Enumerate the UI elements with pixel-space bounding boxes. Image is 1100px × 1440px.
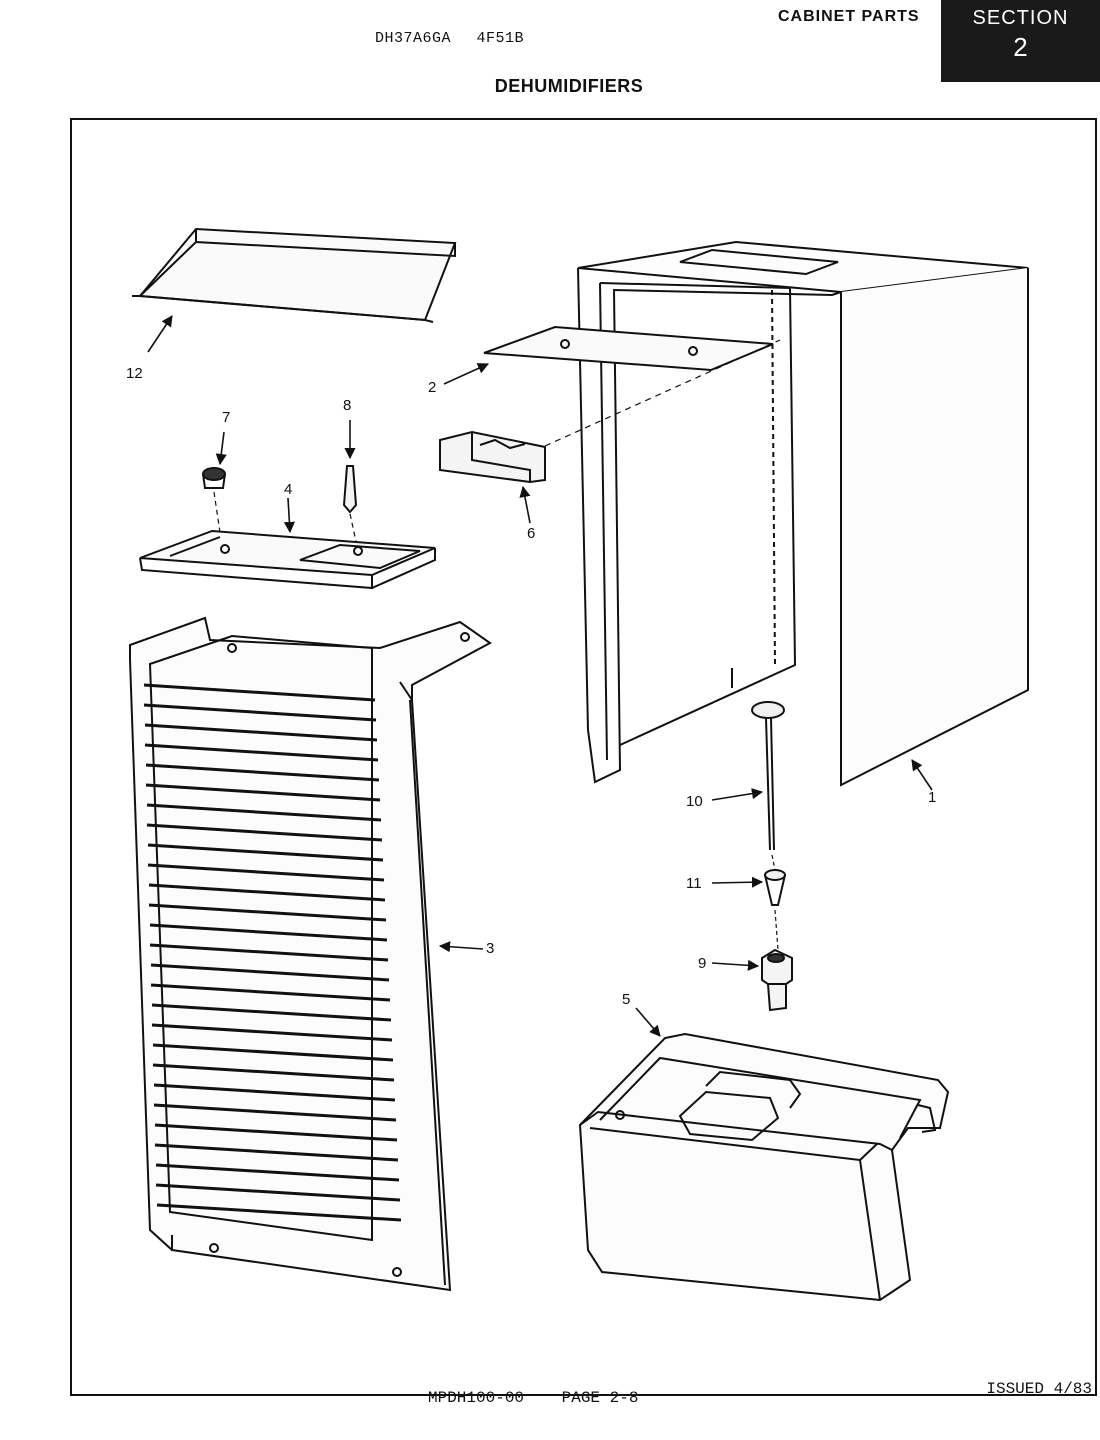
leader-arrows	[147, 315, 933, 1037]
callout-8: 8	[343, 397, 351, 414]
part-11-sleeve	[764, 869, 786, 951]
callout-11: 11	[686, 875, 702, 892]
callout-3: 3	[486, 940, 494, 957]
doc-id: MPDH100-00	[428, 1389, 525, 1407]
category-label: CABINET PARTS	[778, 8, 920, 25]
part-10-float-rod	[751, 701, 785, 871]
model-number: DH37A6GA	[375, 30, 452, 47]
part-6-switch	[439, 339, 781, 484]
model-number: 4F51B	[476, 30, 525, 47]
part-1-cabinet	[577, 240, 1029, 787]
callout-7: 7	[222, 409, 230, 426]
grille-louvers	[143, 683, 402, 1222]
section-badge: SECTION 2	[941, 0, 1100, 82]
issued-date: ISSUED 4/83	[986, 1380, 1092, 1398]
callout-1: 1	[928, 789, 936, 806]
part-9-fitting	[761, 948, 793, 1012]
callout-4: 4	[284, 481, 292, 498]
callout-5: 5	[622, 991, 630, 1008]
model-numbers: DH37A6GA 4F51B	[375, 30, 540, 47]
diagram-frame	[70, 118, 1097, 1396]
callout-10: 10	[686, 793, 703, 810]
part-8-pin	[342, 465, 359, 551]
section-number: 2	[1013, 32, 1028, 62]
page-title: DEHUMIDIFIERS	[494, 76, 644, 96]
part-4-control-plate	[139, 529, 436, 590]
callout-12: 12	[126, 365, 143, 382]
part-2-plate	[483, 325, 774, 372]
callout-labels: 1 2 3 4 5 6 7 8 9 10 11 12	[126, 365, 936, 1008]
part-5-bucket	[578, 1032, 950, 1302]
callout-9: 9	[698, 955, 706, 972]
page-number: PAGE 2-8	[561, 1389, 639, 1407]
part-3-grille	[129, 616, 492, 1292]
callout-6: 6	[527, 525, 535, 542]
part-12-lid	[132, 227, 457, 323]
section-label: SECTION	[972, 7, 1069, 29]
footer-doc: MPDH100-00 PAGE 2-8	[428, 1389, 666, 1407]
callout-2: 2	[428, 379, 436, 396]
